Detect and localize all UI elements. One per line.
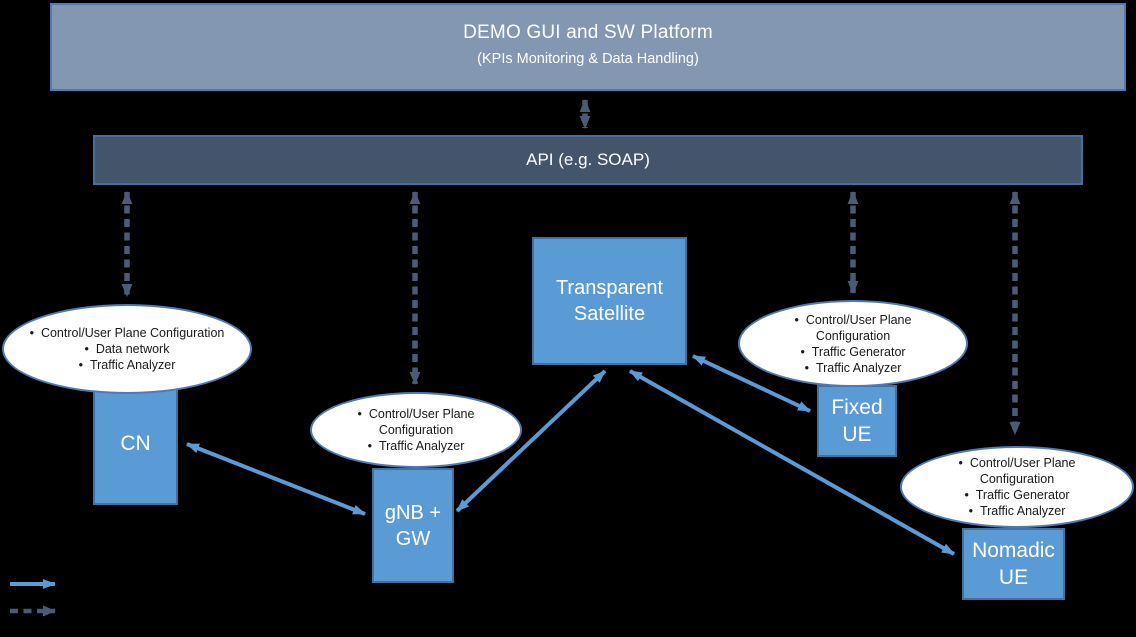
callout-item: Traffic Analyzer — [761, 360, 946, 376]
callout-item: Traffic Generator — [761, 344, 946, 360]
callout-item: Data network — [27, 341, 227, 357]
callout-item: Traffic Analyzer — [329, 438, 504, 454]
callout-nomadic-ue: Control/User Plane Configuration Traffic… — [900, 446, 1134, 528]
node-gnb-gw-label: gNB + GW — [384, 501, 442, 550]
callout-cn: Control/User Plane Configuration Data ne… — [2, 304, 252, 394]
callout-item: Traffic Analyzer — [922, 503, 1112, 519]
callout-fixed-ue: Control/User Plane Configuration Traffic… — [738, 300, 968, 387]
node-satellite-label: Transparent Satellite — [555, 277, 664, 325]
callout-item: Traffic Analyzer — [27, 357, 227, 373]
node-nomadic-ue: Nomadic UE — [962, 528, 1065, 600]
platform-title: DEMO GUI and SW Platform — [463, 22, 713, 43]
platform-bar: DEMO GUI and SW Platform (KPIs Monitorin… — [50, 3, 1126, 91]
callout-item: Control/User Plane Configuration — [329, 406, 504, 438]
callout-item: Control/User Plane Configuration — [922, 455, 1112, 487]
api-bar: API (e.g. SOAP) — [93, 135, 1083, 185]
solid-arrow-satellite-nomadic-ue — [629, 369, 955, 556]
platform-subtitle: (KPIs Monitoring & Data Handling) — [477, 51, 699, 67]
node-fixed-ue-label: Fixed UE — [831, 395, 883, 446]
callout-item: Control/User Plane Configuration — [761, 312, 946, 344]
callout-item: Traffic Generator — [922, 487, 1112, 503]
api-label: API (e.g. SOAP) — [526, 150, 650, 169]
node-fixed-ue: Fixed UE — [817, 385, 897, 457]
node-cn-label: CN — [120, 432, 151, 456]
node-gnb-gw: gNB + GW — [372, 468, 454, 583]
node-cn: CN — [93, 383, 178, 505]
callout-gnb-gw: Control/User Plane Configuration Traffic… — [310, 392, 522, 468]
legend — [10, 579, 56, 617]
node-nomadic-ue-label: Nomadic UE — [972, 538, 1055, 589]
node-transparent-satellite: Transparent Satellite — [532, 237, 687, 365]
callout-item: Control/User Plane Configuration — [27, 325, 227, 341]
